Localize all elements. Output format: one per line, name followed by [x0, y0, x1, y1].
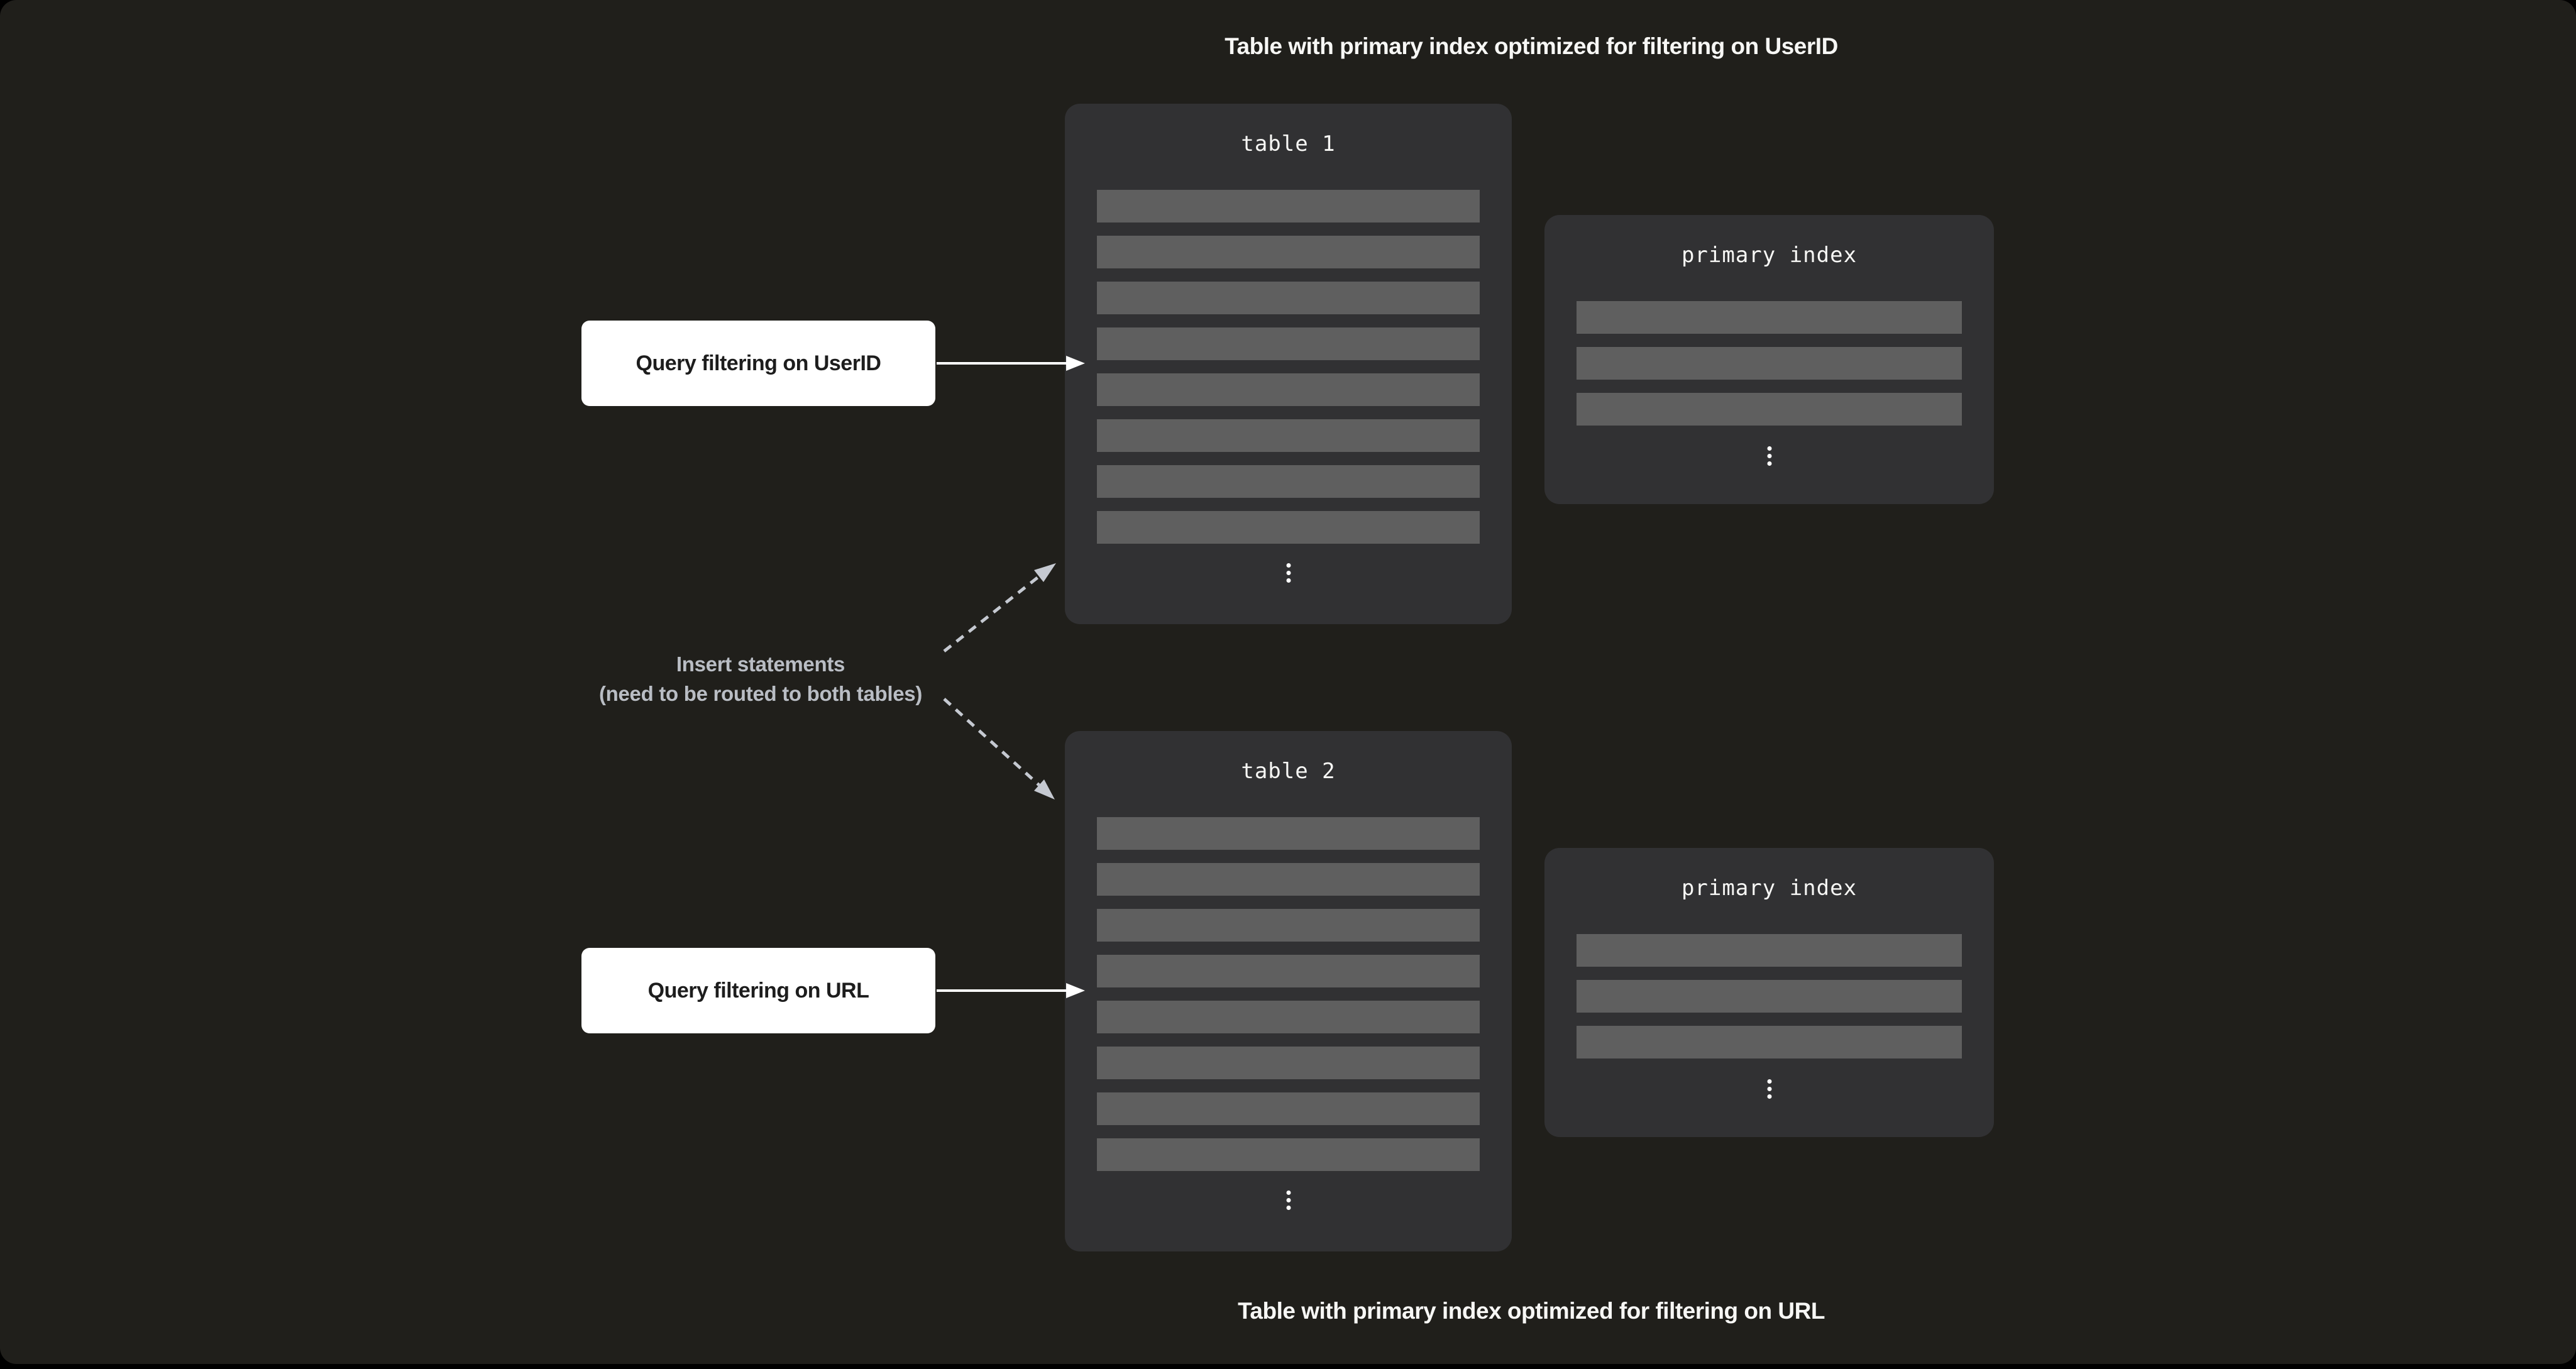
- table-row: [1097, 863, 1480, 896]
- table-row: [1097, 465, 1480, 498]
- insert-arrow-to-table1: [943, 563, 1056, 652]
- table-row: [1097, 817, 1480, 850]
- primary-index2-panel: primary index: [1544, 848, 1994, 1137]
- primary-index1-panel: primary index: [1544, 215, 1994, 504]
- table-row: [1097, 190, 1480, 223]
- index-row: [1577, 1026, 1962, 1058]
- index-row: [1577, 393, 1962, 426]
- table-row: [1097, 236, 1480, 268]
- index-row: [1577, 301, 1962, 334]
- table-row: [1097, 1001, 1480, 1033]
- table-row: [1097, 1047, 1480, 1079]
- table1-rows: [1097, 190, 1480, 544]
- insert-arrow-to-table2: [943, 698, 1055, 800]
- table1-panel: table 1: [1065, 104, 1512, 624]
- insert-statements-note: Insert statements (need to be routed to …: [503, 649, 1018, 708]
- vertical-ellipsis-icon: [1286, 563, 1291, 568]
- query-userid-label: Query filtering on UserID: [581, 321, 935, 406]
- insert-note-line1: Insert statements: [676, 652, 845, 676]
- query-url-arrow: [937, 983, 1085, 998]
- table-row: [1097, 373, 1480, 406]
- query-url-label: Query filtering on URL: [581, 948, 935, 1033]
- table2-title: table 2: [1241, 759, 1336, 784]
- index-row: [1577, 934, 1962, 967]
- bottom-caption: Table with primary index optimized for f…: [1238, 1298, 1825, 1324]
- index-row: [1577, 980, 1962, 1013]
- table1-title: table 1: [1241, 131, 1336, 157]
- insert-note-line2: (need to be routed to both tables): [598, 682, 923, 705]
- table-row: [1097, 909, 1480, 942]
- table-row: [1097, 282, 1480, 314]
- index-row: [1577, 347, 1962, 380]
- query-userid-arrow: [937, 356, 1085, 371]
- primary-index2-rows: [1577, 934, 1962, 1058]
- top-caption: Table with primary index optimized for f…: [1225, 33, 1838, 59]
- primary-index1-rows: [1577, 301, 1962, 426]
- primary-index2-title: primary index: [1681, 876, 1858, 901]
- table-row: [1097, 1092, 1480, 1125]
- table-row: [1097, 419, 1480, 452]
- table-row: [1097, 1138, 1480, 1171]
- vertical-ellipsis-icon: [1767, 446, 1771, 451]
- table2-panel: table 2: [1065, 731, 1512, 1251]
- vertical-ellipsis-icon: [1767, 1079, 1771, 1084]
- table-row: [1097, 955, 1480, 987]
- primary-index1-title: primary index: [1681, 243, 1858, 268]
- table-row: [1097, 327, 1480, 360]
- table2-rows: [1097, 817, 1480, 1171]
- vertical-ellipsis-icon: [1286, 1190, 1291, 1195]
- table-row: [1097, 511, 1480, 544]
